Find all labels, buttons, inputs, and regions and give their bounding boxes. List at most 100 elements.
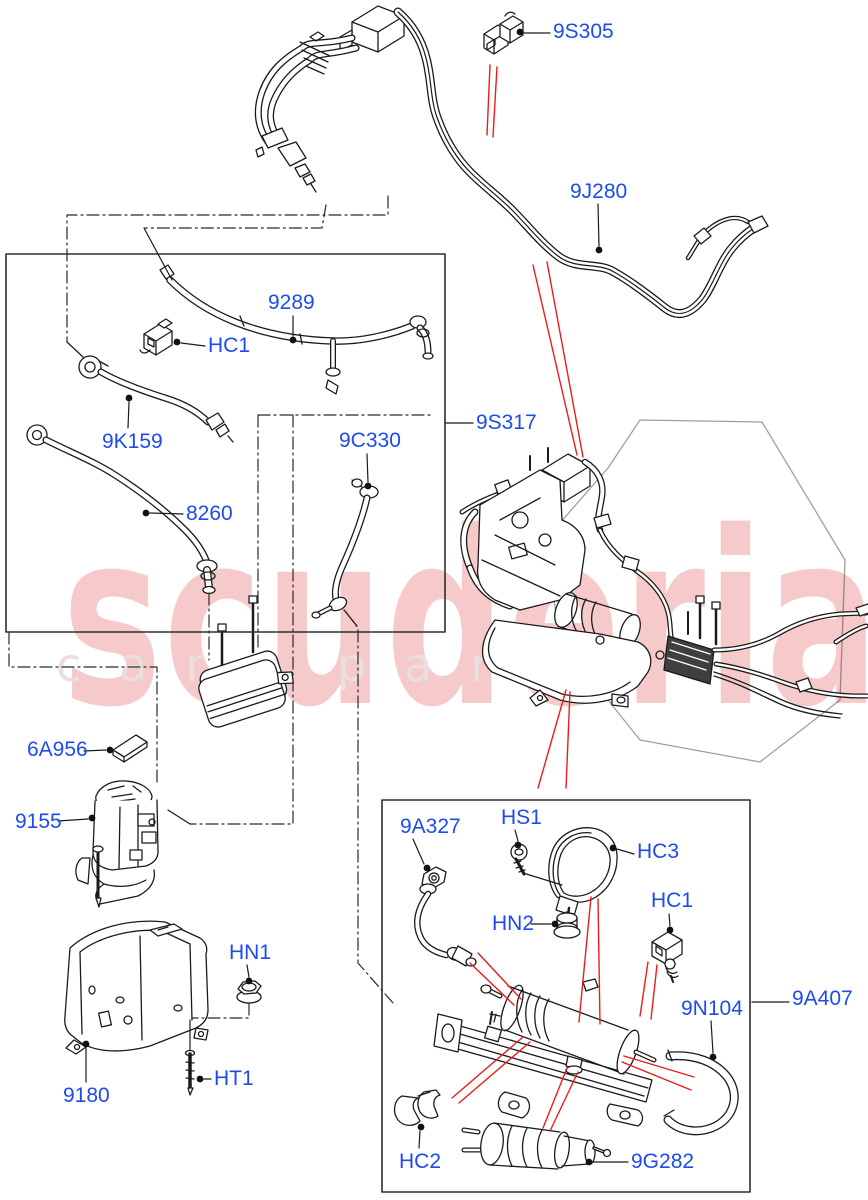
leader-line-9155: [57, 818, 89, 822]
part-drawing-8260-hose: [26, 424, 218, 595]
part-label-9A327[interactable]: 9A327: [400, 815, 461, 838]
part-label-HC1-bottom[interactable]: HC1: [651, 889, 694, 912]
leader-dot-HC1-bottom: [666, 926, 674, 934]
part-label-6A956[interactable]: 6A956: [27, 738, 88, 761]
leader-line-HC1-bottom: [668, 913, 671, 927]
leader-dot-HC3: [609, 844, 617, 852]
part-label-HN1[interactable]: HN1: [229, 941, 272, 964]
leader-dot-9G282: [585, 1158, 593, 1166]
leader-dot-HN1: [245, 977, 253, 985]
dash-dot-locator-line: [345, 611, 394, 1004]
part-label-9289[interactable]: 9289: [268, 291, 315, 314]
part-label-HN2[interactable]: HN2: [492, 912, 535, 935]
part-label-9J280[interactable]: 9J280: [570, 180, 628, 203]
detail-box-fuel-lines: [5, 253, 446, 633]
leader-dot-9S305: [516, 28, 524, 36]
part-label-9S305[interactable]: 9S305: [553, 20, 614, 43]
leader-dot-9K159: [125, 394, 133, 402]
connector-line: [522, 872, 563, 886]
part-label-HT1[interactable]: HT1: [214, 1067, 254, 1090]
red-pointer-line: [469, 962, 515, 1006]
red-pointer-line: [549, 1071, 579, 1132]
red-pointer-line: [492, 66, 498, 138]
leader-line-HN1: [246, 964, 250, 978]
detail-box-fuel-cooler: [381, 799, 751, 1193]
part-drawing-hn2-nut: [553, 906, 581, 939]
part-drawing-9g282-pump: [461, 1122, 612, 1170]
part-drawing-upper-hose-assembly: [254, 5, 405, 193]
red-pointer-line: [597, 898, 601, 1025]
part-drawing-hc2-clip: [393, 1089, 441, 1127]
dash-dot-locator-line: [8, 631, 158, 783]
part-drawing-9s305-clip: [483, 11, 524, 55]
leader-dot-9C330: [364, 482, 372, 490]
leader-dot-HS1: [514, 841, 522, 849]
connector-line: [167, 809, 191, 825]
leader-line-HC2: [418, 1130, 421, 1149]
dash-dot-locator-line: [191, 1002, 250, 1019]
part-label-HS1[interactable]: HS1: [501, 806, 542, 829]
leader-line-HC1-top: [180, 342, 206, 347]
part-label-9180[interactable]: 9180: [63, 1084, 110, 1107]
part-label-9C330[interactable]: 9C330: [339, 429, 401, 452]
leader-dot-HT1: [196, 1075, 204, 1083]
part-label-HC1-top[interactable]: HC1: [208, 334, 251, 357]
part-label-9K159[interactable]: 9K159: [102, 430, 163, 453]
part-drawing-hc3-strap: [548, 827, 618, 925]
part-drawing-9289-hose: [159, 264, 434, 395]
red-pointer-line: [546, 261, 584, 458]
red-pointer-line: [451, 1036, 524, 1099]
part-label-9S317[interactable]: 9S317: [476, 411, 537, 434]
red-pointer-line: [623, 1055, 695, 1078]
red-pointer-line: [458, 1041, 531, 1104]
watermark-checkered-flag: [544, 419, 846, 763]
red-pointer-line: [650, 964, 658, 1020]
red-pointer-line: [532, 264, 578, 456]
part-drawing-9k159-hose: [78, 355, 234, 443]
part-drawing-9180-shield: [64, 920, 209, 1055]
leader-line-9A327: [412, 838, 425, 865]
leader-dot-9155: [88, 814, 96, 822]
red-pointer-line: [537, 689, 567, 789]
leader-dot-HC2: [417, 1123, 425, 1131]
red-pointer-line: [578, 896, 592, 1023]
part-label-HC3[interactable]: HC3: [637, 840, 680, 863]
leader-dot-9N104: [709, 1053, 717, 1061]
part-drawing-fuel-cooler-assembly: [433, 978, 657, 1127]
part-label-8260[interactable]: 8260: [186, 502, 233, 525]
leader-dot-9289: [289, 336, 297, 344]
part-drawing-9a327-hose: [414, 866, 477, 967]
leader-line-6A956: [83, 749, 107, 752]
leader-dot-HC1-top: [173, 338, 181, 346]
leader-dot-9180: [82, 1040, 90, 1048]
leader-line-HS1: [514, 829, 519, 842]
part-drawing-hc1-clip-top: [139, 318, 173, 356]
dash-dot-locator-line: [144, 204, 327, 229]
leader-line-9J280: [597, 203, 600, 247]
part-drawing-hc1-clip-bottom: [651, 931, 683, 983]
part-drawing-9155-fuel-filter: [75, 780, 159, 908]
leader-dot-9A327: [423, 864, 431, 872]
leader-dot-6A956: [106, 746, 114, 754]
part-label-9155[interactable]: 9155: [15, 810, 62, 833]
connector-line: [66, 341, 84, 358]
red-pointer-line: [565, 691, 571, 789]
part-label-9A407[interactable]: 9A407: [792, 987, 853, 1010]
dash-dot-locator-line: [189, 414, 294, 825]
part-drawing-9n104-hose: [663, 1049, 739, 1136]
part-drawing-oil-cooler: [198, 595, 294, 728]
leader-line-9C330: [366, 453, 369, 483]
leader-line-8260: [149, 512, 184, 515]
part-drawing-hs1-screw: [510, 843, 528, 876]
connector-line: [143, 227, 173, 281]
part-drawing-9c330-hose: [311, 478, 379, 627]
dash-dot-locator-line: [66, 195, 389, 343]
part-label-9N104[interactable]: 9N104: [681, 997, 743, 1020]
part-drawing-6a956-pad: [112, 734, 148, 763]
red-pointer-line: [621, 1061, 692, 1091]
part-label-9G282[interactable]: 9G282: [631, 1150, 695, 1173]
part-label-HC2[interactable]: HC2: [399, 1150, 442, 1173]
part-drawing-9s317-engine-assembly: [459, 447, 868, 719]
